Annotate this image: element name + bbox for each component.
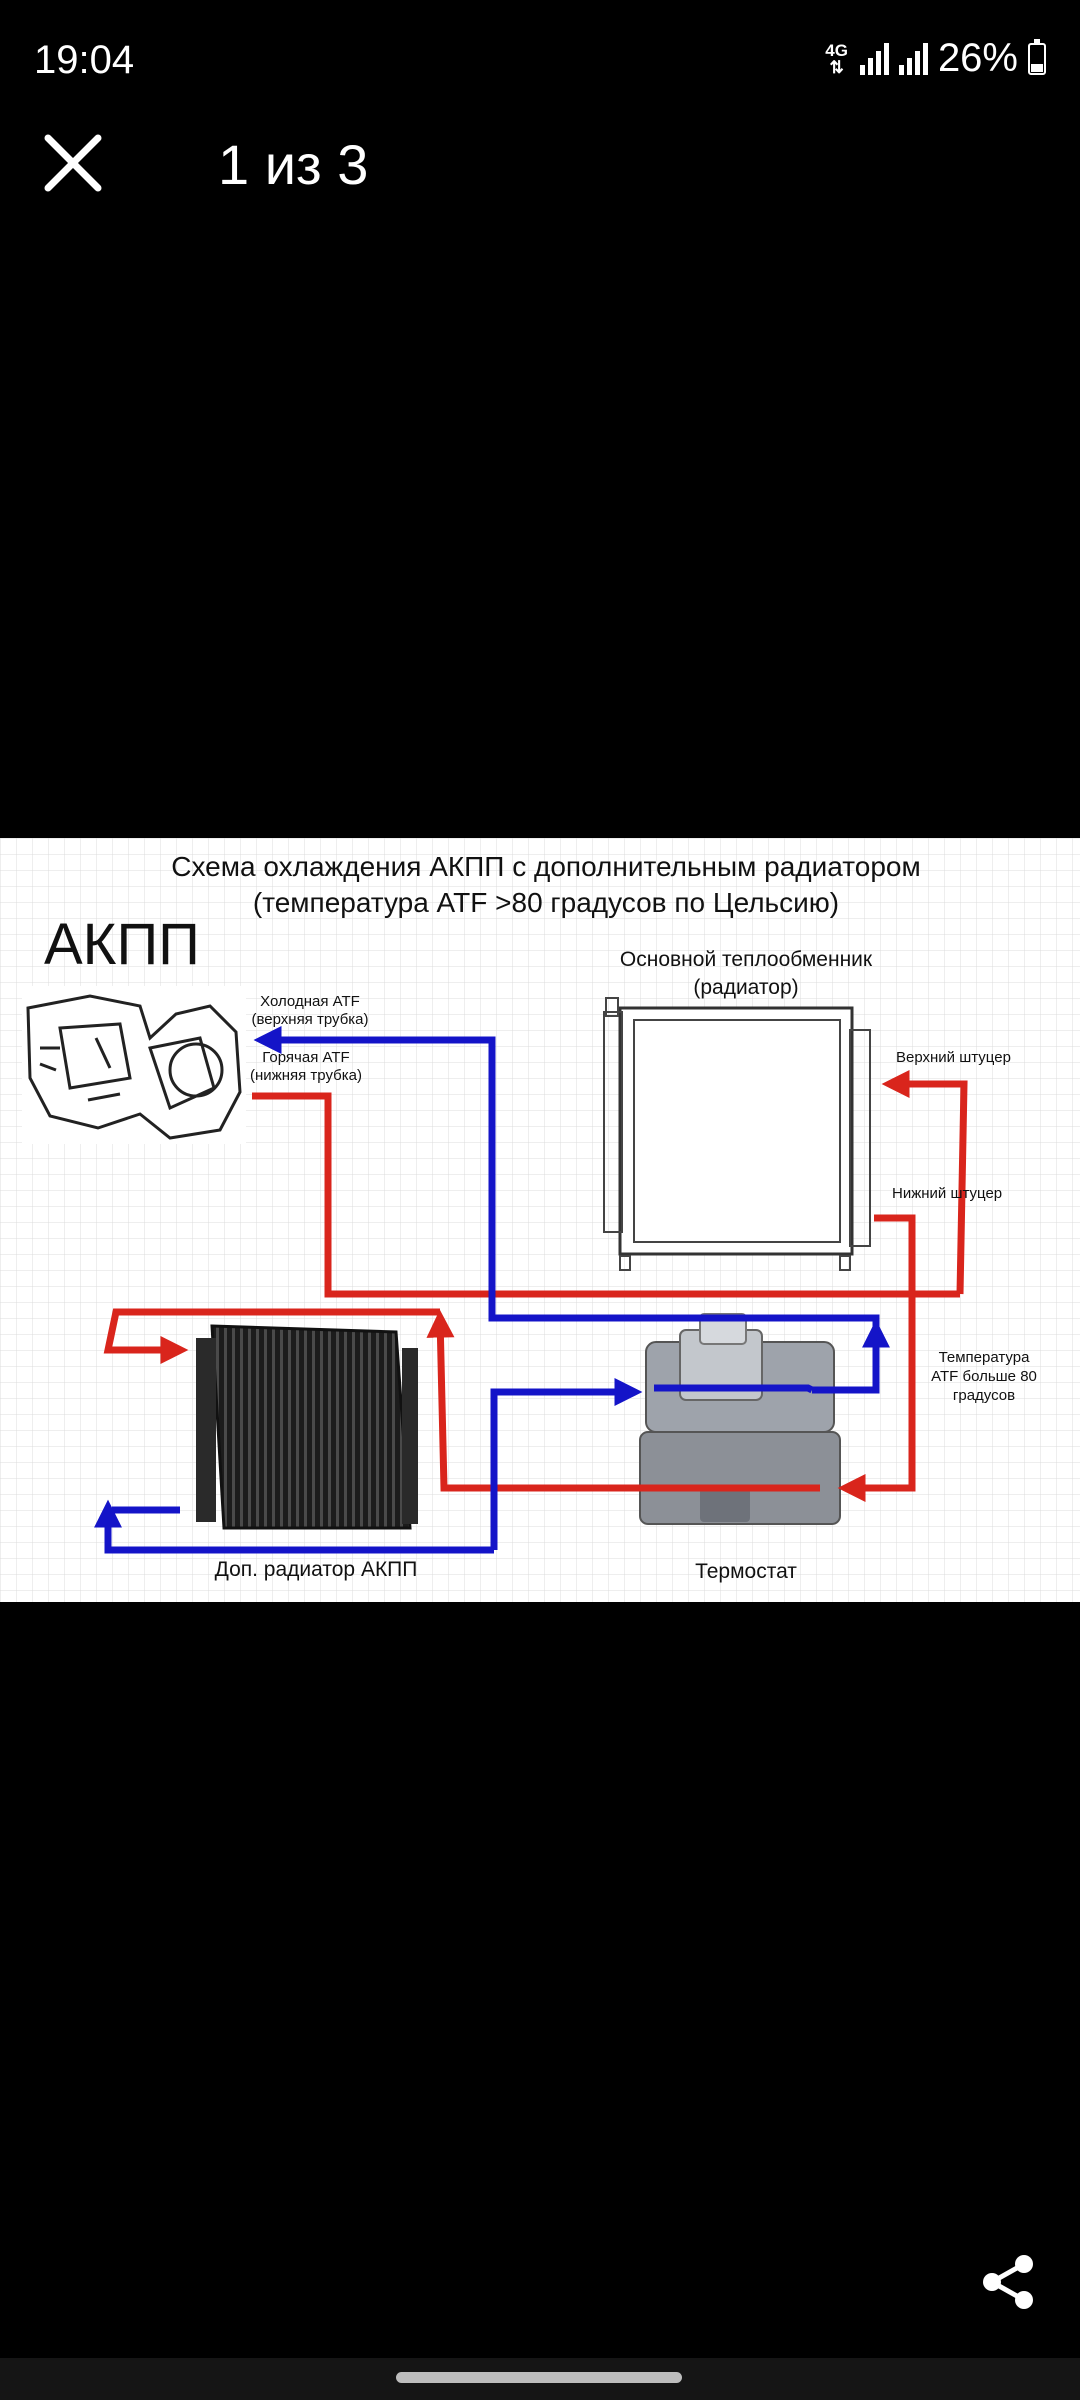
4g-data-icon: 4G⇅	[825, 40, 848, 77]
temperature-note-line2: ATF больше 80	[931, 1368, 1037, 1385]
clock: 19:04	[34, 38, 135, 82]
home-gesture-bar[interactable]	[396, 2372, 682, 2383]
main-radiator-drawing	[603, 997, 871, 1271]
signal-icon	[898, 42, 928, 75]
temperature-note-line1: Температура	[939, 1349, 1031, 1366]
diagram-title-line2: (температура ATF >80 градусов по Цельсию…	[253, 887, 839, 918]
hot-atf-label: Горячая ATF	[262, 1049, 349, 1066]
diagram-image[interactable]: Схема охлаждения АКПП с дополнительным р…	[0, 838, 1080, 1602]
cold-atf-sublabel: (верхняя трубка)	[251, 1011, 368, 1028]
hot-atf-lines	[103, 1070, 968, 1502]
thermostat-drawing	[639, 1313, 841, 1525]
extra-radiator-drawing	[196, 1324, 418, 1530]
signal-icon	[859, 42, 889, 75]
lower-fitting-label: Нижний штуцер	[892, 1185, 1002, 1202]
temperature-note-line3: градусов	[953, 1387, 1015, 1404]
main-heat-exchanger-sublabel: (радиатор)	[693, 976, 798, 999]
main-heat-exchanger-label: Основной теплообменник	[620, 948, 873, 971]
diagram-title-line1: Схема охлаждения АКПП с дополнительным р…	[171, 851, 920, 882]
share-button[interactable]	[976, 2250, 1040, 2314]
extra-radiator-label: Доп. радиатор АКПП	[215, 1558, 418, 1581]
cold-atf-lines	[94, 1026, 890, 1554]
viewer-top-bar: 1 из 3	[0, 120, 1080, 200]
navigation-bar	[0, 2358, 1080, 2400]
cold-atf-label: Холодная ATF	[260, 993, 360, 1010]
battery-fill	[1031, 64, 1043, 72]
hot-atf-sublabel: (нижняя трубка)	[250, 1067, 362, 1084]
share-icon	[983, 2255, 1033, 2309]
close-icon	[44, 134, 102, 192]
battery-percent: 26%	[937, 36, 1018, 80]
status-bar: 19:04 4G⇅ 26%	[0, 0, 1080, 120]
akpp-label: АКПП	[44, 912, 200, 977]
image-counter: 1 из 3	[218, 133, 369, 196]
thermostat-label: Термостат	[695, 1560, 797, 1583]
close-button[interactable]	[38, 128, 108, 198]
battery-icon	[1028, 38, 1046, 75]
transmission-drawing	[22, 986, 246, 1144]
status-icons: 4G⇅ 26%	[825, 36, 1046, 81]
upper-fitting-label: Верхний штуцер	[896, 1049, 1011, 1066]
